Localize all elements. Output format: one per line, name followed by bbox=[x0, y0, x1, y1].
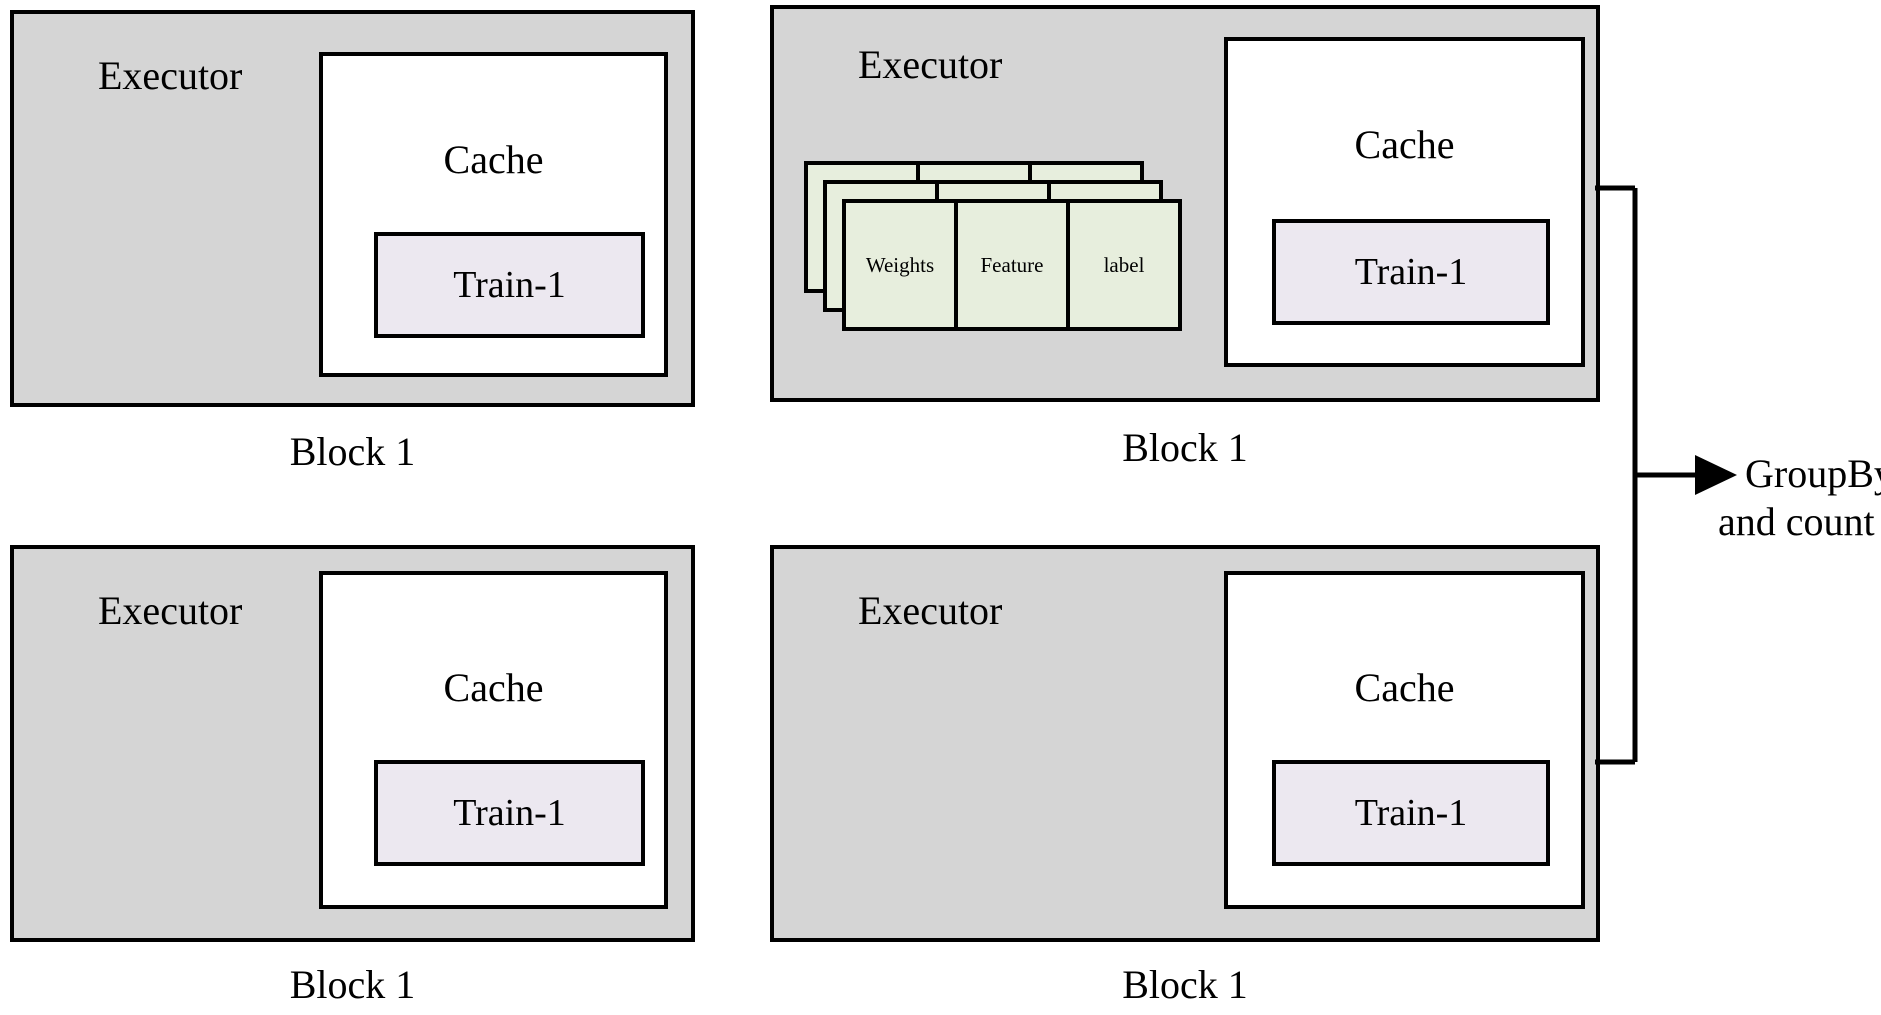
executor-label: Executor bbox=[98, 588, 243, 633]
executor-bottom-right: Executor Weights Feature label Weights F… bbox=[770, 545, 1600, 942]
cache-box: Cache Train-1 bbox=[319, 52, 668, 377]
executor-label: Executor bbox=[858, 588, 1003, 633]
card-cell-feature: Feature bbox=[958, 203, 1070, 327]
executor-label: Executor bbox=[858, 42, 1003, 87]
card-layer-front: Weights Feature label bbox=[842, 199, 1182, 331]
train-label: Train-1 bbox=[1354, 792, 1468, 834]
train-label: Train-1 bbox=[453, 792, 566, 834]
cache-box: Cache Train-1 bbox=[1224, 37, 1585, 367]
train-box: Train-1 bbox=[374, 232, 645, 338]
executor-top-right: Executor Weights Feature label Weights F… bbox=[770, 5, 1600, 402]
cache-label: Cache bbox=[1354, 665, 1455, 710]
train-label: Train-1 bbox=[1354, 251, 1468, 293]
cache-box: Cache Train-1 bbox=[319, 571, 668, 909]
train-box: Train-1 bbox=[374, 760, 645, 866]
block-caption-top-left: Block 1 bbox=[289, 429, 416, 474]
train-box: Train-1 bbox=[1272, 760, 1550, 866]
card-cell-weights: Weights bbox=[846, 203, 958, 327]
train-box: Train-1 bbox=[1272, 219, 1550, 325]
executor-bottom-left: Executor Cache Train-1 bbox=[10, 545, 695, 942]
block-caption-bottom-right: Block 1 bbox=[1122, 962, 1248, 1007]
executor-top-left: Executor Cache Train-1 bbox=[10, 10, 695, 407]
train-label: Train-1 bbox=[453, 264, 566, 306]
block-caption-top-right: Block 1 bbox=[1122, 425, 1248, 470]
cache-box: Cache Train-1 bbox=[1224, 571, 1585, 909]
block-caption-bottom-left: Block 1 bbox=[289, 962, 416, 1007]
cache-label: Cache bbox=[1354, 122, 1455, 167]
cache-label: Cache bbox=[443, 137, 544, 182]
groupby-label-line1: GroupBy bbox=[1745, 451, 1881, 496]
executor-label: Executor bbox=[98, 53, 243, 98]
card-cell-label: label bbox=[1103, 252, 1145, 277]
data-card-stack: Weights Feature label Weights Feature la… bbox=[804, 161, 1204, 341]
groupby-label-line2: and count bbox=[1718, 499, 1875, 544]
cache-label: Cache bbox=[443, 665, 544, 710]
